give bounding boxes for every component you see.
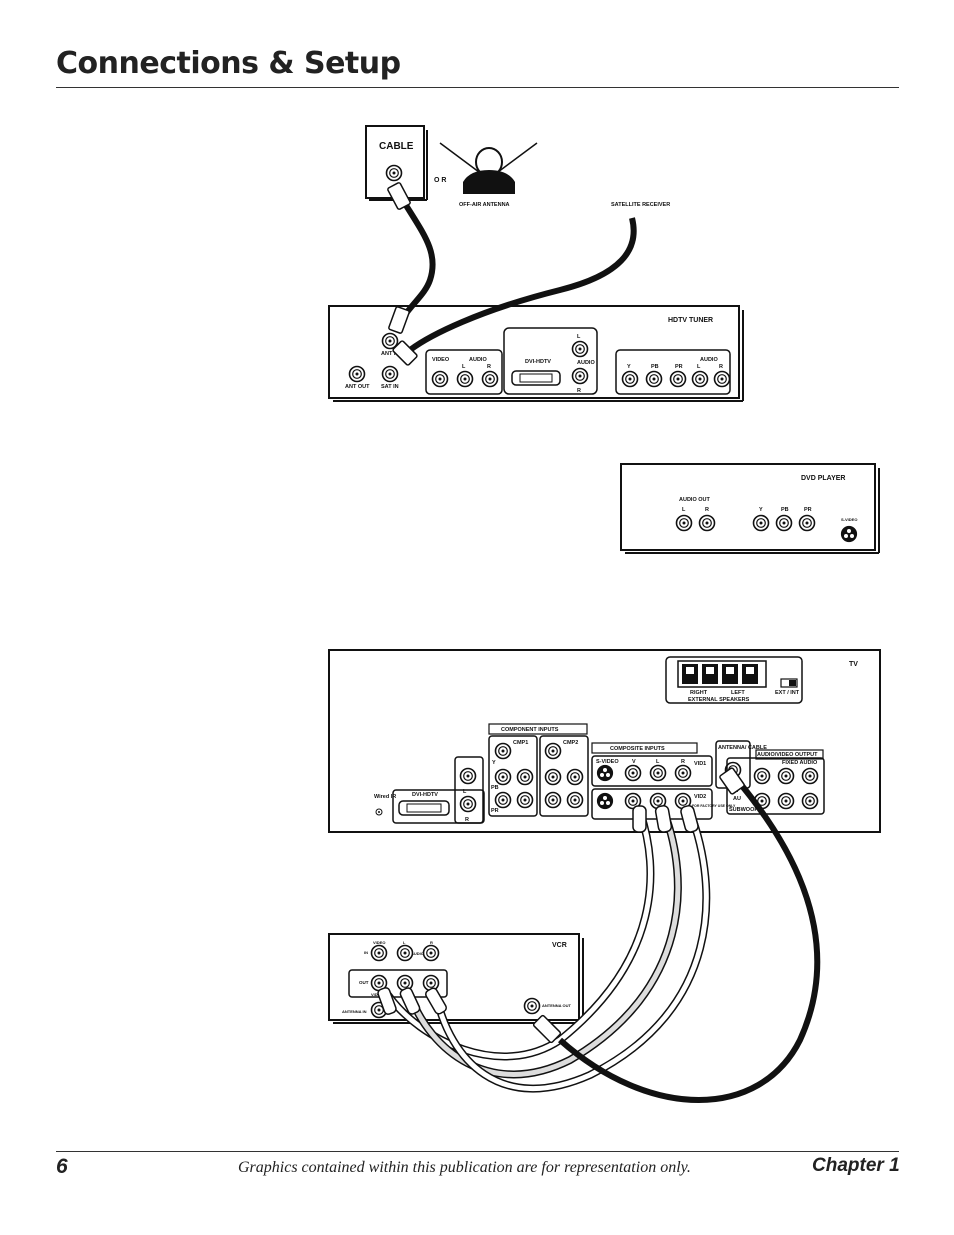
svg-text:R: R	[705, 507, 709, 513]
svg-text:SUBWOOFE: SUBWOOFE	[729, 807, 762, 813]
svg-text:R: R	[487, 364, 491, 370]
header-rule	[56, 87, 899, 88]
svg-text:L: L	[462, 364, 466, 370]
svg-text:R: R	[430, 940, 433, 945]
footer-rule	[56, 1151, 899, 1152]
svg-text:L: L	[682, 507, 686, 513]
svg-text:V: V	[632, 759, 636, 765]
svg-text:AUDIO: AUDIO	[577, 360, 595, 366]
sat-in-label: SAT IN	[381, 384, 399, 390]
svg-text:ANTENNA/ CABLE: ANTENNA/ CABLE	[718, 745, 767, 751]
svg-text:VID1: VID1	[694, 761, 706, 767]
svg-text:OUT: OUT	[359, 980, 369, 985]
vcr-title: VCR	[552, 942, 567, 949]
svg-text:EXTERNAL SPEAKERS: EXTERNAL SPEAKERS	[688, 697, 750, 703]
svg-text:IN: IN	[364, 950, 368, 955]
svg-text:VIDEO: VIDEO	[371, 992, 383, 997]
svg-text:S-VIDEO: S-VIDEO	[596, 759, 619, 765]
svg-text:DVI-HDTV: DVI-HDTV	[412, 792, 438, 798]
svg-text:L: L	[697, 364, 701, 370]
antenna-icon	[439, 142, 538, 194]
tv-panel: TV RIGHT LEFT EXTERNAL SPEAKERS EXT / IN…	[328, 649, 881, 833]
svg-text:Y: Y	[627, 364, 631, 370]
svg-text:DVI-HDTV: DVI-HDTV	[525, 359, 551, 365]
svg-text:AU: AU	[733, 796, 741, 802]
svg-text:COMPOSITE INPUTS: COMPOSITE INPUTS	[610, 746, 665, 752]
svg-text:PR: PR	[804, 507, 812, 513]
ant-out-label: ANT OUT	[345, 384, 370, 390]
cable-to-ant-in	[387, 182, 436, 334]
svg-text:AUDIO OUT: AUDIO OUT	[679, 497, 711, 503]
svg-text:PB: PB	[491, 785, 499, 791]
svg-text:CMP1: CMP1	[513, 740, 528, 746]
svg-text:L: L	[403, 940, 406, 945]
svg-text:PR: PR	[491, 808, 499, 814]
svg-text:Y: Y	[492, 760, 496, 766]
svg-text:VIDEO: VIDEO	[373, 940, 385, 945]
svg-text:ANTENNA IN: ANTENNA IN	[342, 1009, 367, 1014]
footer-note: Graphics contained within this publicati…	[238, 1159, 691, 1176]
svg-text:AUDIO: AUDIO	[411, 951, 424, 956]
svg-text:AUDIO: AUDIO	[469, 357, 487, 363]
svg-text:EXT / INT: EXT / INT	[775, 690, 800, 696]
page-number: 6	[56, 1155, 68, 1178]
ant-in-label: ANT IN	[381, 351, 399, 357]
svg-text:PR: PR	[675, 364, 683, 370]
svg-text:R: R	[681, 759, 685, 765]
svg-text:CMP2: CMP2	[563, 740, 578, 746]
cable-label: CABLE	[379, 141, 414, 152]
page-title: Connections & Setup	[56, 46, 401, 81]
svg-text:AUDIO/VIDEO OUTPUT: AUDIO/VIDEO OUTPUT	[757, 752, 818, 758]
svg-text:L: L	[656, 759, 660, 765]
tv-title: TV	[849, 661, 858, 668]
svg-text:FOR FACTORY USE ONLY: FOR FACTORY USE ONLY	[692, 804, 736, 808]
rf-cable-vcr-to-tv	[532, 767, 821, 1103]
svg-text:R: R	[465, 817, 469, 823]
svg-text:ANTENNA OUT: ANTENNA OUT	[542, 1003, 572, 1008]
composite-plugs	[377, 805, 699, 1015]
svg-text:AUDIO: AUDIO	[700, 357, 718, 363]
svg-text:L: L	[463, 789, 467, 795]
off-air-antenna-label: OFF-AIR ANTENNA	[459, 202, 510, 208]
hdtv-tuner-title: HDTV TUNER	[668, 317, 713, 324]
svg-text:FIXED AUDIO: FIXED AUDIO	[782, 760, 818, 766]
dvd-player-title: DVD PLAYER	[801, 475, 845, 482]
svg-text:LEFT: LEFT	[731, 690, 745, 696]
svg-text:R: R	[577, 388, 581, 394]
or-label: O R	[434, 177, 446, 184]
svg-text:Wired IR: Wired IR	[374, 794, 396, 800]
svg-text:S-VIDEO: S-VIDEO	[841, 517, 857, 522]
satellite-cable-to-sat-in	[392, 217, 637, 366]
svg-text:PB: PB	[781, 507, 789, 513]
svg-text:R: R	[719, 364, 723, 370]
cable-wall-jack	[385, 164, 403, 182]
dvd-player-panel: DVD PLAYER AUDIO OUT L R Y PB PR S-VIDEO	[620, 463, 880, 554]
vcr-panel: VCR VIDEO L R IN AUDIO OUT VIDEO ANTENNA…	[328, 933, 584, 1024]
chapter-label: Chapter 1	[812, 1155, 900, 1176]
svg-text:L: L	[577, 334, 581, 340]
svg-text:COMPONENT INPUTS: COMPONENT INPUTS	[501, 727, 559, 733]
svg-text:RIGHT: RIGHT	[690, 690, 708, 696]
svg-text:PB: PB	[651, 364, 659, 370]
svg-text:VID2: VID2	[694, 794, 706, 800]
satellite-receiver-label: SATELLITE RECEIVER	[611, 202, 670, 208]
svg-text:VIDEO: VIDEO	[432, 357, 450, 363]
svg-text:Y: Y	[759, 507, 763, 513]
